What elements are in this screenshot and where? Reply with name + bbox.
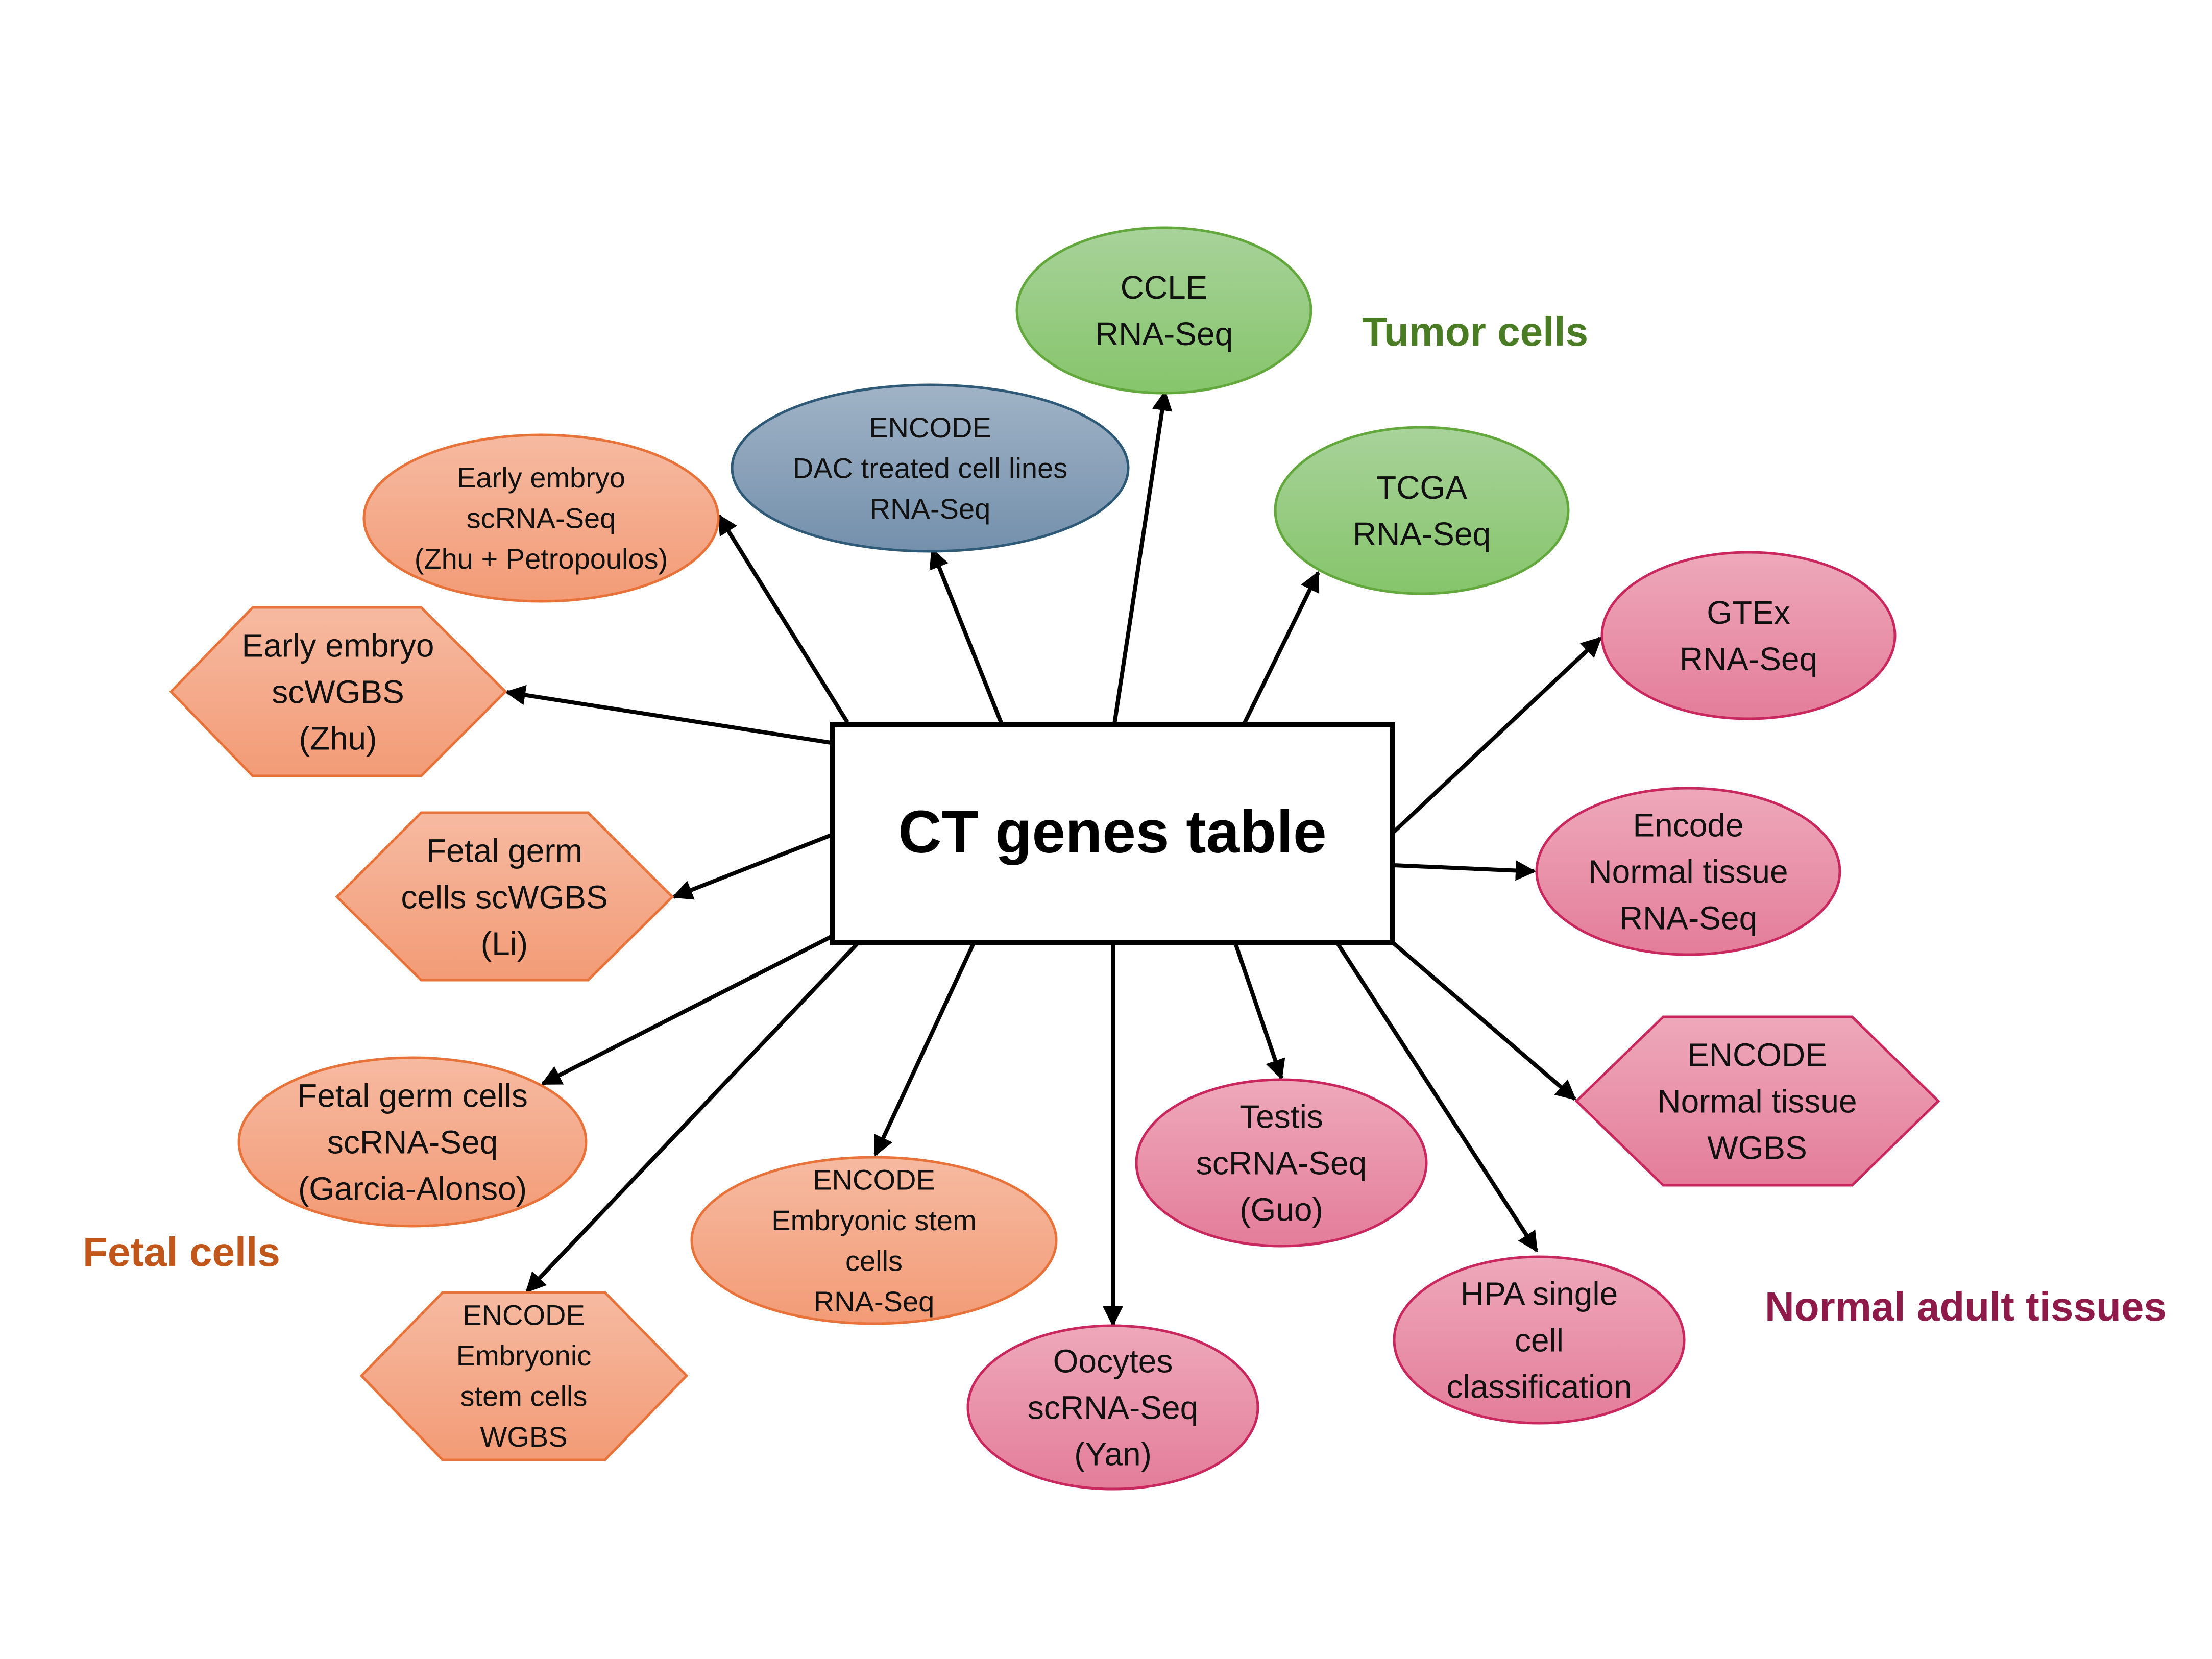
node-text-line: GTEx	[1707, 594, 1790, 631]
node-text-line: HPA single	[1461, 1276, 1618, 1312]
arrow-to-hpa	[1335, 942, 1539, 1253]
node-text-line: cells	[845, 1245, 903, 1277]
group-label-fetal: Fetal cells	[83, 1229, 280, 1275]
node-early-embryo-scrnaseq: Early embryo scRNA-Seq (Zhu + Petropoulos)	[362, 433, 720, 603]
node-tcga: TCGA RNA-Seq	[1274, 426, 1570, 595]
node-text-line: RNA-Seq	[1095, 315, 1233, 352]
node-text-line: cells scWGBS	[401, 879, 607, 915]
node-fetal-germ-scrnaseq: Fetal germ cells scRNA-Seq (Garcia-Alonso)	[237, 1056, 588, 1228]
arrow-to-testis	[1233, 942, 1285, 1080]
node-text-line: (Zhu + Petropoulos)	[415, 543, 668, 575]
node-text-line: DAC treated cell lines	[793, 452, 1067, 484]
node-text-line: (Garcia-Alonso)	[298, 1170, 527, 1207]
node-text-line: RNA-Seq	[814, 1285, 935, 1318]
arrows	[505, 390, 1602, 1327]
node-fetal-germ-scwgbs: Fetal germ cells scWGBS (Li)	[335, 811, 674, 982]
group-label-adult: Normal adult tissues	[1765, 1284, 2167, 1329]
node-text-line: scRNA-Seq	[1028, 1389, 1198, 1426]
center-box: CT genes table	[830, 722, 1395, 945]
node-text-line: ENCODE	[869, 411, 991, 444]
node-ccle: CCLE RNA-Seq	[1015, 226, 1312, 395]
node-text-line: ENCODE	[813, 1163, 935, 1196]
node-testis: Testis scRNA-Seq (Guo)	[1135, 1078, 1428, 1248]
node-early-embryo-scwgbs: Early embryo scWGBS (Zhu)	[169, 606, 507, 777]
arrow-to-ccle	[1112, 390, 1173, 724]
arrow-to-fetal-germ-scwgbs	[672, 833, 832, 900]
node-text-line: Fetal germ cells	[297, 1078, 528, 1114]
arrow-to-tcga	[1242, 571, 1320, 725]
node-text-line: Testis	[1239, 1099, 1323, 1135]
node-text-line: WGBS	[480, 1421, 567, 1453]
node-text-line: classification	[1447, 1368, 1632, 1405]
node-text-line: stem cells	[460, 1380, 588, 1412]
node-text-line: (Guo)	[1239, 1191, 1323, 1228]
arrow-to-encode-normal-rnaseq	[1393, 860, 1536, 881]
node-hpa: HPA single cell classification	[1393, 1255, 1686, 1425]
node-text-line: Fetal germ	[426, 833, 582, 869]
node-text-line: CCLE	[1121, 269, 1208, 306]
node-text-line: RNA-Seq	[1680, 641, 1817, 677]
node-text-line: cell	[1515, 1322, 1564, 1358]
node-oocytes: Oocytes scRNA-Seq (Yan)	[966, 1324, 1259, 1491]
arrow-to-gtex	[1392, 637, 1602, 834]
group-label-tumor: Tumor cells	[1362, 309, 1588, 354]
node-text-line: TCGA	[1376, 469, 1467, 506]
arrow-to-encode-normal-wgbs	[1392, 941, 1577, 1101]
node-text-line: RNA-Seq	[1353, 516, 1491, 552]
arrow-to-fetal-germ-scrnaseq	[541, 935, 832, 1086]
node-text-line: Oocytes	[1053, 1343, 1173, 1380]
nodes: CCLE RNA-Seq TCGA RNA-Seq ENCODE DAC treate…	[169, 226, 1940, 1491]
node-text-line: RNA-Seq	[870, 493, 991, 525]
node-text-line: scRNA-Seq	[467, 502, 616, 534]
center-title: CT genes table	[898, 798, 1326, 866]
node-text-line: WGBS	[1707, 1129, 1807, 1166]
node-text-line: Early embryo	[457, 461, 625, 494]
node-text-line: (Li)	[481, 925, 528, 962]
node-text-line: Normal tissue	[1657, 1083, 1857, 1119]
arrow-to-early-embryo-scwgbs	[505, 685, 832, 745]
arrow-to-encode-esc-wgbs	[525, 942, 859, 1293]
node-text-line: (Zhu)	[299, 720, 377, 757]
node-text-line: Embryonic	[456, 1339, 592, 1372]
node-text-line: scWGBS	[272, 673, 404, 710]
node-text-line: scRNA-Seq	[327, 1124, 498, 1160]
node-text-line: ENCODE	[1687, 1037, 1827, 1074]
node-text-line: Encode	[1633, 807, 1743, 844]
node-text-line: RNA-Seq	[1619, 899, 1757, 936]
node-text-line: Embryonic stem	[771, 1204, 976, 1236]
node-text-line: Normal tissue	[1588, 853, 1788, 890]
node-text-line: scRNA-Seq	[1196, 1144, 1367, 1181]
arrow-to-encode-dac	[929, 548, 1004, 725]
node-text-line: (Yan)	[1074, 1435, 1152, 1472]
arrow-to-early-embryo-scrnaseq	[717, 514, 849, 724]
arrow-to-encode-esc-rnaseq	[873, 942, 976, 1157]
node-text-line: ENCODE	[463, 1299, 585, 1331]
node-text-line: Early embryo	[242, 627, 434, 664]
